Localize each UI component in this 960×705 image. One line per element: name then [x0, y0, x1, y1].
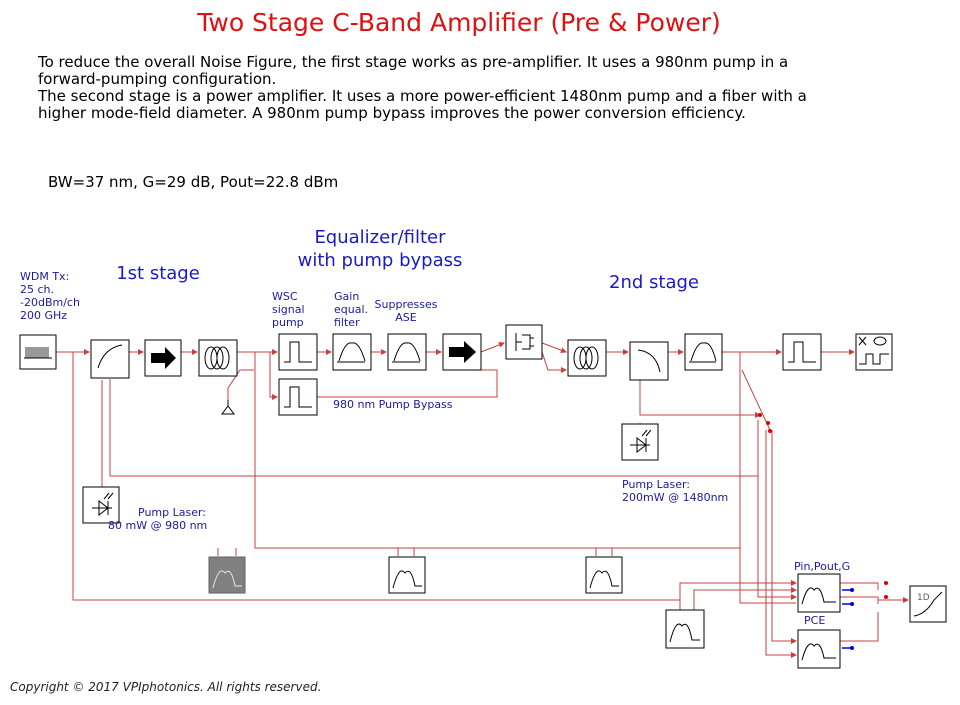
pump-laser-980-label: Pump Laser: 80 mW @ 980 nm [108, 506, 207, 532]
wsc-signal-pump-block[interactable] [278, 333, 318, 371]
pump-laser-980-block[interactable] [82, 486, 120, 524]
pump-laser-1480-label: Pump Laser: 200mW @ 1480nm [622, 478, 728, 504]
wdm-tx-label: WDM Tx: 25 ch. -20dBm/ch 200 GHz [20, 270, 80, 322]
edf-fiber-block-2[interactable] [567, 339, 607, 377]
pump-laser-980-label-line1: Pump Laser: [138, 506, 207, 519]
ase-suppression-filter-block[interactable] [387, 333, 427, 371]
power-meter-pce[interactable] [797, 629, 841, 669]
pump-laser-1480-block[interactable] [621, 423, 659, 461]
spectrum-analyzer-inactive[interactable] [208, 556, 246, 594]
description-paragraph-2: The second stage is a power amplifier. I… [38, 87, 807, 122]
wdm-tx-label-line4: 200 GHz [20, 309, 68, 322]
pump-laser-1480-label-line2: 200mW @ 1480nm [622, 491, 729, 504]
pump-bypass-filter-block[interactable] [278, 378, 318, 416]
gain-filter-label-line2: equal. [334, 303, 369, 316]
spectrum-analyzer-2[interactable] [388, 556, 426, 594]
gain-filter-label: Gain equal. filter [334, 290, 368, 329]
gain-equalization-filter-block[interactable] [332, 333, 372, 371]
pump-bypass-label: 980 nm Pump Bypass [333, 398, 453, 411]
isolator-block-2[interactable] [442, 333, 482, 371]
edf-fiber-block-1[interactable] [198, 339, 238, 377]
second-stage-label: 2nd stage [609, 272, 699, 293]
wsc-label-line3: pump [272, 316, 304, 329]
coupler-block-1[interactable] [90, 339, 130, 379]
numerical-display-1d[interactable]: 1D [909, 585, 947, 623]
ase-label-line2: ASE [395, 311, 417, 324]
signal-analyzer-block[interactable] [855, 333, 893, 371]
diagram-title: Two Stage C-Band Amplifier (Pre & Power) [197, 8, 721, 37]
description: To reduce the overall Noise Figure, the … [38, 54, 818, 122]
wsc-label-line2: signal [272, 303, 305, 316]
port-markers [758, 413, 888, 650]
ground-icon [221, 400, 235, 415]
description-paragraph-1: To reduce the overall Noise Figure, the … [38, 53, 789, 88]
wdm-tx-label-line2: 25 ch. [20, 283, 55, 296]
output-filter-block[interactable] [684, 333, 723, 371]
display-1d-label: 1D [917, 593, 930, 603]
amplifier-parameters: BW=37 nm, G=29 dB, Pout=22.8 dBm [48, 173, 339, 191]
wdm-combiner-block[interactable] [505, 324, 543, 360]
gain-filter-label-line1: Gain [334, 290, 360, 303]
isolator-block-1[interactable] [144, 339, 182, 377]
pump-laser-980-label-line2: 80 mW @ 980 nm [108, 519, 208, 532]
copyright-notice: Copyright © 2017 VPIphotonics. All right… [10, 680, 322, 694]
first-stage-label: 1st stage [116, 263, 200, 284]
ase-label-line1: Suppresses [374, 298, 438, 311]
wsc-label-line1: WSC [272, 290, 298, 303]
wdm-tx-label-line1: WDM Tx: [20, 270, 70, 283]
equalizer-label: Equalizer/filter with pump bypass [280, 226, 480, 272]
pin-pout-label: Pin,Pout,G [794, 560, 851, 573]
spectrum-analyzer-3[interactable] [585, 556, 623, 594]
ase-label: Suppresses ASE [374, 298, 438, 324]
spectrum-analyzer-4[interactable] [665, 609, 705, 649]
gain-filter-label-line3: filter [334, 316, 360, 329]
wsc-label: WSC signal pump [272, 290, 305, 329]
output-wsc-block[interactable] [782, 333, 822, 371]
equalizer-label-line2: with pump bypass [297, 250, 463, 271]
equalizer-label-line1: Equalizer/filter [314, 227, 446, 248]
coupler-block-2[interactable] [629, 341, 669, 381]
wdm-transmitter-block[interactable] [19, 334, 57, 370]
connection-lines [56, 342, 909, 658]
pump-laser-1480-label-line1: Pump Laser: [622, 478, 691, 491]
pce-label: PCE [804, 614, 826, 627]
power-meter-pin-pout[interactable] [797, 573, 841, 613]
wdm-tx-label-line3: -20dBm/ch [20, 296, 80, 309]
